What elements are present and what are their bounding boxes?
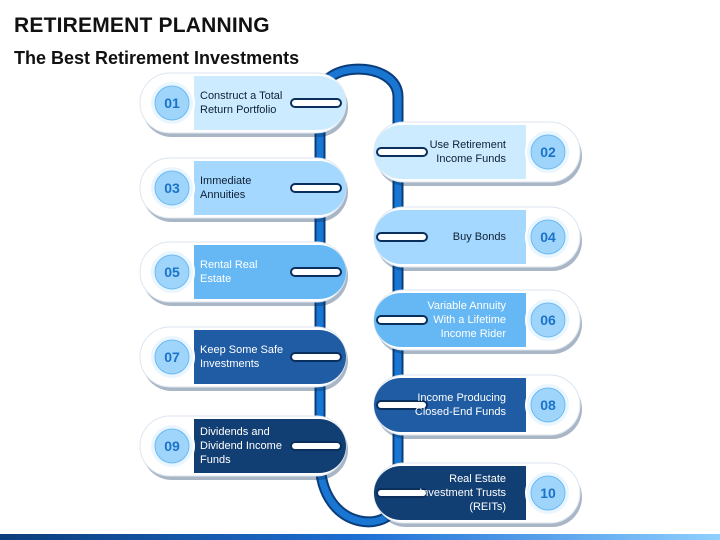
chain-slot-inner xyxy=(292,185,340,191)
badge-circle xyxy=(530,302,566,338)
chain-slot-inner xyxy=(292,443,340,449)
item-number: 02 xyxy=(540,144,556,160)
item-label: Construct a Total Return Portfolio xyxy=(200,90,283,116)
item-label: Rental Real Estate xyxy=(200,259,258,285)
badge-circle xyxy=(530,387,566,423)
pill-band xyxy=(194,419,346,473)
footer-accent-bar xyxy=(0,534,720,540)
chain-slot-inner xyxy=(292,100,340,106)
item-number: 08 xyxy=(540,397,556,413)
chain-slot-inner xyxy=(292,354,340,360)
badge-circle xyxy=(154,428,190,464)
badge-circle xyxy=(530,475,566,511)
pill-band xyxy=(374,378,526,432)
badge-circle xyxy=(154,85,190,121)
item-10: 10 xyxy=(373,462,582,527)
pill-band xyxy=(194,330,346,384)
chain-slot-inner xyxy=(378,317,426,323)
pill-band xyxy=(194,76,346,130)
item-03: 03 xyxy=(139,157,348,222)
page-title: RETIREMENT PLANNING xyxy=(14,14,270,37)
item-09: 09 xyxy=(139,415,348,480)
badge-circle xyxy=(154,254,190,290)
item-label: Immediate Annuities xyxy=(200,175,252,201)
item-05: 05 xyxy=(139,241,348,306)
badge-circle xyxy=(530,219,566,255)
chain-slot-inner xyxy=(378,490,426,496)
item-number: 09 xyxy=(164,438,180,454)
item-label: Variable Annuity With a Lifetime Income … xyxy=(427,300,506,340)
item-number: 04 xyxy=(540,229,556,245)
pill-band xyxy=(194,161,346,215)
chain-slot-inner xyxy=(378,402,426,408)
item-number: 05 xyxy=(164,264,180,280)
chain-slot-inner xyxy=(378,234,426,240)
item-number: 07 xyxy=(164,349,180,365)
chain-slot-inner xyxy=(378,149,426,155)
pill-band xyxy=(374,466,526,520)
pill-band xyxy=(374,293,526,347)
item-06: 06 xyxy=(373,289,582,354)
badge-circle xyxy=(154,170,190,206)
page-subtitle: The Best Retirement Investments xyxy=(14,48,300,68)
badge-circle xyxy=(530,134,566,170)
item-08: 08 xyxy=(373,374,582,439)
pill-band xyxy=(194,245,346,299)
item-label: Income Producing Closed-End Funds xyxy=(414,392,506,418)
item-number: 01 xyxy=(164,95,180,111)
pill-band xyxy=(374,125,526,179)
item-02: 02 xyxy=(373,121,582,186)
item-label: Dividends and Dividend Income Funds xyxy=(200,426,282,466)
pill-band xyxy=(374,210,526,264)
chain-slot-inner xyxy=(292,269,340,275)
item-number: 06 xyxy=(540,312,556,328)
badge-circle xyxy=(154,339,190,375)
item-04: 04 xyxy=(373,206,582,271)
item-07: 07 xyxy=(139,326,348,391)
item-label: Buy Bonds xyxy=(452,231,506,243)
item-number: 10 xyxy=(540,485,556,501)
item-label: Use Retirement Income Funds xyxy=(429,139,506,165)
item-label: Keep Some Safe Investments xyxy=(200,344,284,370)
item-label: Real Estate Investment Trusts (REITs) xyxy=(419,473,506,513)
item-number: 03 xyxy=(164,180,180,196)
item-01: 01 xyxy=(139,72,348,137)
